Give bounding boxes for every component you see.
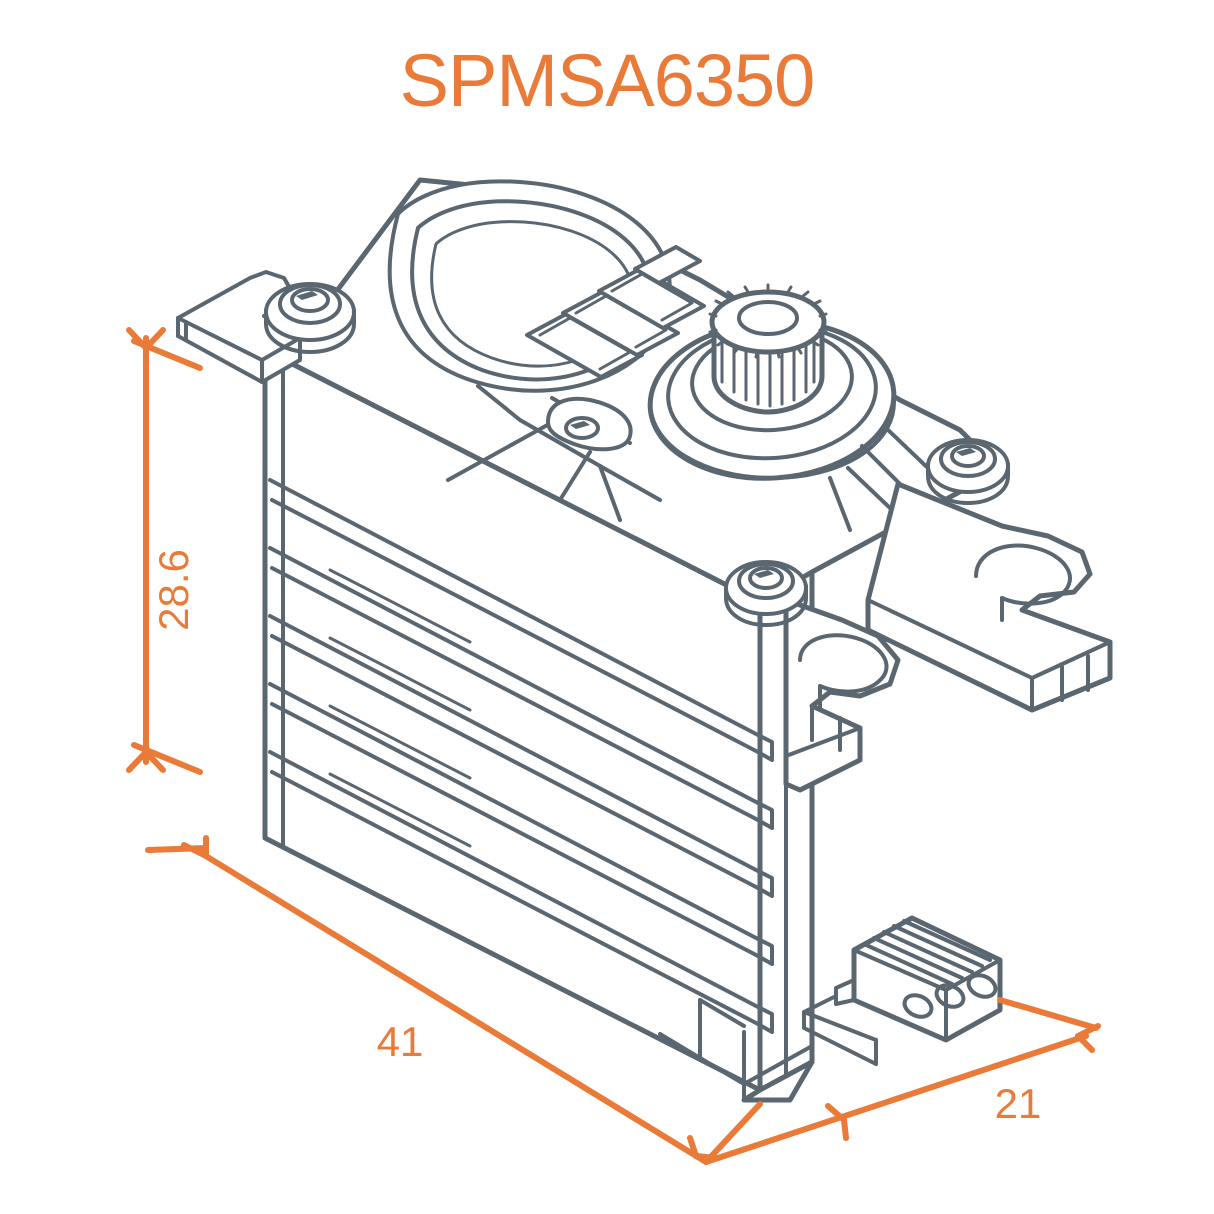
output-spline-gear <box>708 283 828 415</box>
vent-slots <box>525 245 706 379</box>
pivot-pin <box>546 396 633 452</box>
dimension-height: 28.6 <box>126 327 203 775</box>
dimension-width-label: 21 <box>995 1080 1042 1127</box>
dimension-length-label: 41 <box>377 1018 424 1065</box>
connector-latch <box>834 978 856 1006</box>
connector-pin-holes <box>902 973 998 1019</box>
screw-lower-center <box>724 560 808 627</box>
tab-slot-front <box>798 633 889 694</box>
body-bottom <box>741 1059 815 1103</box>
top-case <box>176 177 1003 605</box>
dimension-height-label: 28.6 <box>150 549 197 631</box>
page-title: SPMSA6350 <box>399 39 816 122</box>
fin-step-notches <box>756 733 774 1034</box>
mounting-tab-rear <box>865 481 1113 713</box>
mounting-tabs-right <box>724 438 1113 793</box>
spline-teeth <box>708 283 828 359</box>
screw-upper-right <box>926 438 1010 505</box>
mounting-tab-front <box>783 597 901 793</box>
screw-left <box>264 282 356 354</box>
dimension-annotations: 28.6 41 <box>126 327 1101 1165</box>
dimension-length: 41 <box>145 835 763 1165</box>
heat-sink-fins <box>268 478 760 1026</box>
dimension-width: 21 <box>703 997 1101 1165</box>
servo-body <box>262 347 815 1103</box>
three-pin-connector <box>802 915 1003 1066</box>
connector-ribs <box>862 919 992 986</box>
output-shaft-housing <box>647 283 932 532</box>
tab-slot-rear <box>974 543 1072 606</box>
